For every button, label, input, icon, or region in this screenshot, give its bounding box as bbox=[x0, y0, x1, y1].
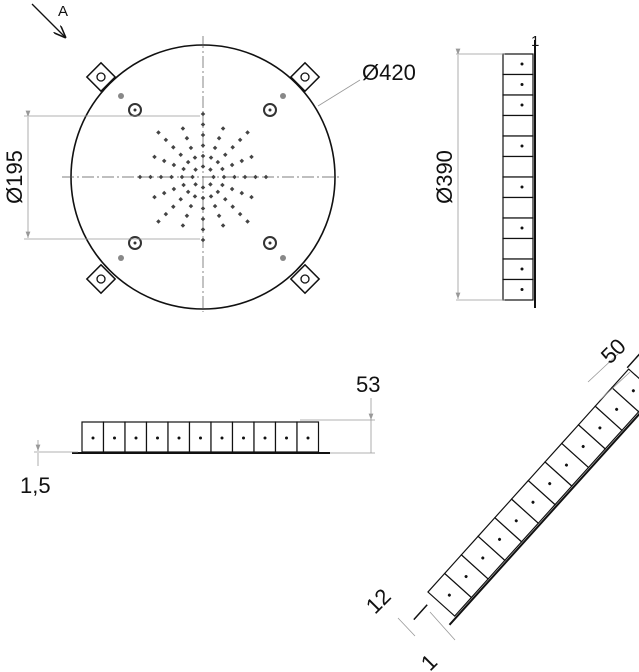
pin-icon bbox=[280, 255, 286, 261]
dim-iso-1: 1 bbox=[416, 649, 442, 672]
module-block bbox=[502, 237, 534, 260]
leader-420 bbox=[317, 79, 361, 107]
screws bbox=[118, 93, 286, 261]
dim-side-1: 1 bbox=[531, 33, 539, 50]
isometric-view: 50 12 1 bbox=[361, 334, 639, 672]
dim-53: 53 bbox=[356, 372, 380, 397]
mounting-tab bbox=[85, 61, 117, 93]
module-block bbox=[502, 196, 534, 219]
mounting-tab bbox=[289, 61, 321, 93]
mounting-tab bbox=[289, 263, 321, 295]
module-block bbox=[502, 94, 534, 117]
module-block bbox=[502, 53, 534, 76]
nozzle-dot bbox=[220, 126, 226, 131]
module-block bbox=[502, 278, 534, 301]
module-block bbox=[502, 135, 534, 158]
module-block bbox=[502, 258, 534, 281]
dim-420: Ø420 bbox=[362, 60, 416, 85]
nozzle-dot bbox=[180, 126, 186, 131]
dim-50: 50 bbox=[596, 334, 631, 369]
front-view: 53 1,5 bbox=[20, 372, 380, 498]
dim-12: 12 bbox=[361, 584, 396, 619]
module-block bbox=[502, 114, 534, 137]
view-label: A bbox=[58, 3, 68, 20]
mounting-tab bbox=[85, 263, 117, 295]
mounting-tabs bbox=[85, 61, 321, 295]
module-block bbox=[502, 73, 534, 96]
dim-390: Ø390 bbox=[432, 150, 457, 204]
side-view: Ø390 1 bbox=[432, 33, 539, 308]
module-block bbox=[502, 155, 534, 178]
pin-icon bbox=[118, 255, 124, 261]
top-view: Ø195 Ø420 bbox=[2, 36, 416, 312]
pin-icon bbox=[118, 93, 124, 99]
pin-icon bbox=[280, 93, 286, 99]
view-arrow-a: A bbox=[31, 3, 68, 38]
dim-1-5: 1,5 bbox=[20, 473, 51, 498]
dim-195: Ø195 bbox=[2, 150, 27, 204]
module-block bbox=[502, 217, 534, 240]
module-block bbox=[502, 176, 534, 199]
